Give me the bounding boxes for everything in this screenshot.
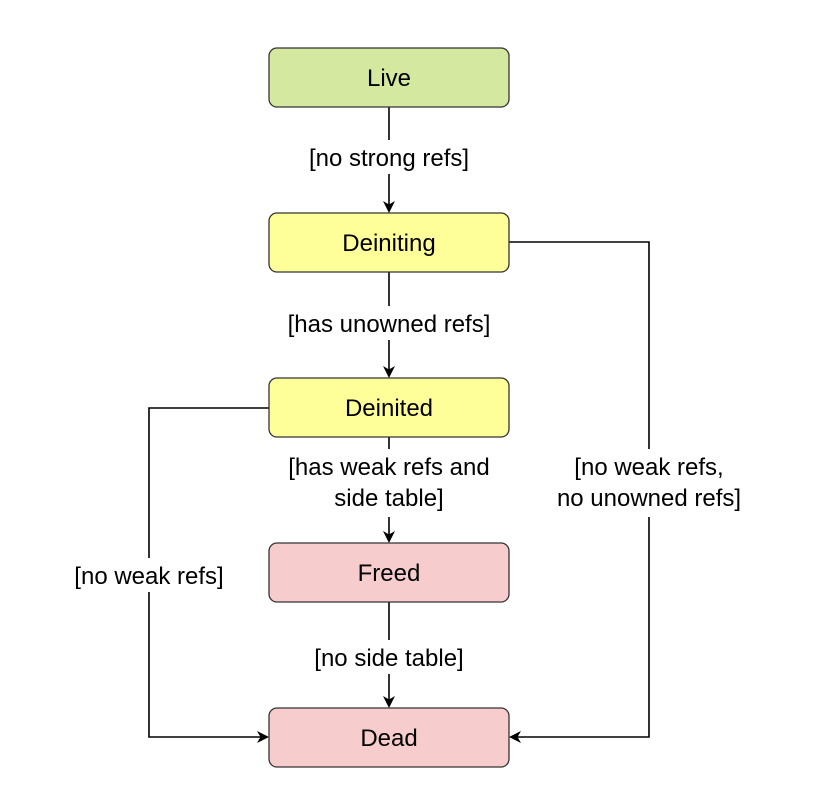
edge-label-side-table: side table] bbox=[334, 485, 443, 512]
state-live: Live bbox=[268, 47, 510, 108]
state-deiniting-box bbox=[268, 212, 510, 273]
state-freed-label: Freed bbox=[358, 560, 421, 587]
edge-label-has-weak-refs-and: [has weak refs and bbox=[288, 454, 489, 481]
state-dead-label: Dead bbox=[360, 725, 417, 752]
edge-label-no-weak-refs-comma: [no weak refs, bbox=[574, 454, 723, 481]
state-freed: Freed bbox=[268, 542, 510, 603]
state-freed-box bbox=[268, 542, 510, 603]
edge-label-no-side-table: [no side table] bbox=[314, 645, 463, 672]
edge-label-has-unowned-refs: [has unowned refs] bbox=[288, 311, 491, 338]
edge-deiniting-to-deinited: [has unowned refs] bbox=[272, 272, 508, 378]
state-deinited-label: Deinited bbox=[345, 395, 433, 422]
edge-deinited-to-freed: [has weak refs and side table] bbox=[270, 437, 508, 543]
state-dead-box bbox=[268, 707, 510, 768]
edge-deinited-to-dead: [no weak refs] bbox=[58, 407, 269, 743]
edge-deiniting-to-dead: [no weak refs, no unowned refs] bbox=[509, 241, 758, 743]
state-deinited: Deinited bbox=[268, 377, 510, 438]
state-deiniting: Deiniting bbox=[268, 212, 510, 273]
edge-label-no-weak-refs: [no weak refs] bbox=[74, 563, 223, 590]
state-live-box bbox=[268, 47, 510, 108]
edge-label-no-unowned-refs: no unowned refs] bbox=[557, 485, 741, 512]
state-deinited-box bbox=[268, 377, 510, 438]
edge-live-to-deiniting: [no strong refs] bbox=[290, 107, 488, 213]
edge-freed-to-dead: [no side table] bbox=[297, 602, 481, 708]
edge-label-no-strong-refs: [no strong refs] bbox=[309, 145, 469, 172]
state-dead: Dead bbox=[268, 707, 510, 768]
state-deiniting-label: Deiniting bbox=[342, 230, 435, 257]
state-live-label: Live bbox=[367, 65, 411, 92]
